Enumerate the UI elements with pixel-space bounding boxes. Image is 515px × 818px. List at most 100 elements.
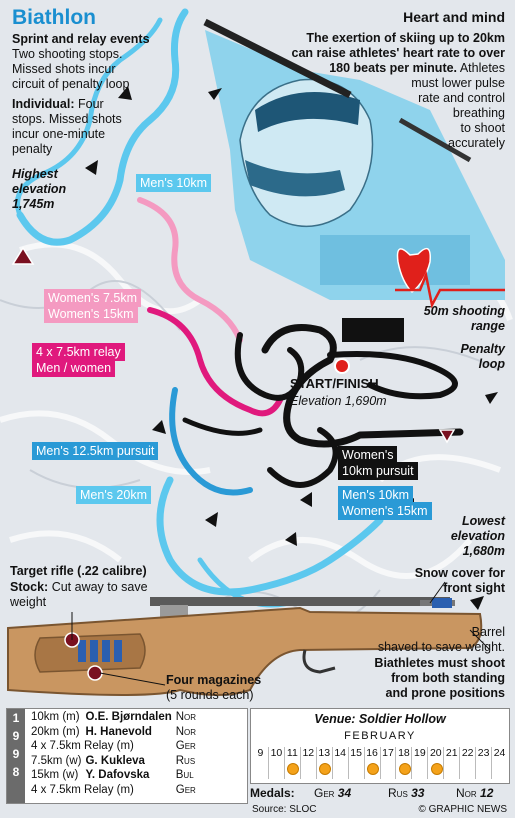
event-cell: 7.5km (w): [31, 754, 82, 767]
calendar-day: 19: [411, 747, 427, 779]
name-cell: Y. Dafovska: [85, 769, 150, 781]
medal-ger-count: 34: [337, 786, 352, 800]
direction-arrows: [85, 86, 498, 610]
event-day-marker: [430, 763, 443, 775]
day-number: 12: [302, 747, 315, 759]
source: Source: SLOC: [252, 804, 317, 815]
sprint-line-2: Missed shots incur: [12, 62, 116, 76]
nation-cell: Ger: [175, 783, 196, 796]
rifle-title-line: Target rifle (.22 calibre): [10, 564, 147, 579]
day-number: 15: [350, 747, 362, 759]
calendar-day: 20: [427, 747, 443, 779]
day-number: 9: [257, 747, 264, 759]
calendar-day: 14: [331, 747, 348, 779]
footer: Source: SLOC © GRAPHIC NEWS: [0, 802, 515, 818]
calendar-day: 9: [253, 747, 268, 779]
calendar-day: 24: [491, 747, 507, 779]
day-number: 23: [477, 747, 490, 759]
event-day-marker: [367, 763, 380, 775]
label-women-pursuit-line-2: 10km pursuit: [338, 462, 418, 480]
calendar-day: 23: [475, 747, 491, 779]
day-number: 24: [493, 747, 506, 759]
day-number: 19: [414, 747, 426, 759]
standing-line-2: from both standing: [391, 671, 505, 685]
heart-line-8: accurately: [448, 136, 505, 150]
sprint-heading: Sprint and relay events: [12, 32, 150, 46]
penalty-line-2: loop: [478, 357, 505, 371]
sprint-line-3: circuit of penalty loop: [12, 77, 130, 91]
snow-cover-line-2: front sight: [443, 581, 505, 595]
event-day-marker: [398, 763, 411, 775]
nation-cell: Rus: [175, 754, 196, 767]
penalty-line-1: Penalty: [460, 342, 505, 356]
rifle-calibre: (.22 calibre): [77, 564, 147, 578]
medal-ger-code: Ger: [314, 786, 335, 800]
event-cell: 10km (m): [31, 711, 80, 723]
lowest-line-1: Lowest: [461, 514, 505, 528]
calendar-day: 11: [283, 747, 300, 779]
label-men-20km: Men's 20km: [76, 486, 151, 504]
label-men10-women15-line-1: Men's 10km: [338, 486, 413, 504]
medal-nor: Nor 12: [456, 784, 493, 802]
label-men-10km: Men's 10km: [136, 174, 211, 192]
label-women-15km: Women's 15km: [44, 305, 138, 323]
label-women-7-5km: Women's 7.5km: [44, 289, 141, 307]
snow-cover-line-1: Snow cover for: [414, 566, 505, 580]
highest-elevation-marker: [11, 246, 35, 265]
nation-cell: Ger: [175, 740, 196, 752]
day-number: 11: [286, 747, 298, 759]
heart-line-3-bold: 180 beats per minute.: [329, 61, 458, 75]
individual-first: Four: [77, 97, 104, 111]
range-line-2: range: [470, 319, 505, 333]
year-bar: 1 9 9 8: [7, 709, 25, 803]
month: FEBRUARY: [344, 730, 416, 742]
table-row: 4 x 7.5km Relay (m)Ger: [29, 739, 198, 754]
lowest-line-2: elevation: [450, 529, 505, 543]
calendar-day: 13: [315, 747, 332, 779]
start-finish-marker: [334, 358, 350, 374]
standing-line-1: Biathletes must shoot: [374, 656, 505, 670]
heart-line-5: rate and control: [418, 91, 505, 105]
heart-line-2: can raise athletes' heart rate to over: [291, 46, 505, 60]
event-day-marker: [319, 763, 332, 775]
start-elevation: Elevation 1,690m: [290, 394, 387, 408]
sprint-line-1: Two shooting stops.: [12, 47, 123, 61]
medal-rus-count: 33: [411, 786, 425, 800]
medal-nor-count: 12: [480, 786, 494, 800]
athlete-illustration: [203, 18, 505, 300]
table-row: 4 x 7.5km Relay (m) Ger: [29, 783, 198, 798]
heart-line-1: The exertion of skiing up to 20km: [306, 31, 505, 45]
nation-cell: Nor: [175, 725, 197, 738]
magazines-label: Four magazines: [166, 673, 262, 687]
individual-line-2: incur one-minute: [12, 127, 106, 141]
medal-rus: Rus 33: [388, 784, 424, 802]
highest-elevation-line-3: 1,745m: [12, 197, 55, 211]
heart-line-3: 180 beats per minute. Athletes: [329, 61, 505, 76]
day-number: 13: [318, 747, 331, 759]
name-cell: O.E. Bjørndalen: [85, 711, 172, 723]
calendar-day: 12: [299, 747, 316, 779]
year-digit: 9: [12, 747, 20, 761]
individual-line-0: Individual: Four: [12, 97, 104, 112]
highest-elevation-line-2: elevation: [12, 182, 67, 196]
medal-rus-code: Rus: [388, 786, 408, 800]
event-cell: 4 x 7.5km Relay (m): [31, 783, 134, 796]
stock-line-2: weight: [10, 595, 47, 609]
nation-cell: Nor: [175, 711, 197, 723]
day-number: 21: [445, 747, 458, 759]
year-digit: 1: [12, 711, 20, 725]
label-men-12-5km-pursuit: Men's 12.5km pursuit: [32, 442, 159, 460]
calendar-day: 10: [267, 747, 284, 779]
calendar-day: 18: [395, 747, 411, 779]
day-number: 16: [366, 747, 378, 759]
day-number: 10: [270, 747, 283, 759]
calendar-day: 15: [347, 747, 364, 779]
nation-cell: Bul: [175, 769, 194, 781]
individual-line-3: penalty: [12, 142, 53, 156]
day-number: 18: [398, 747, 410, 759]
